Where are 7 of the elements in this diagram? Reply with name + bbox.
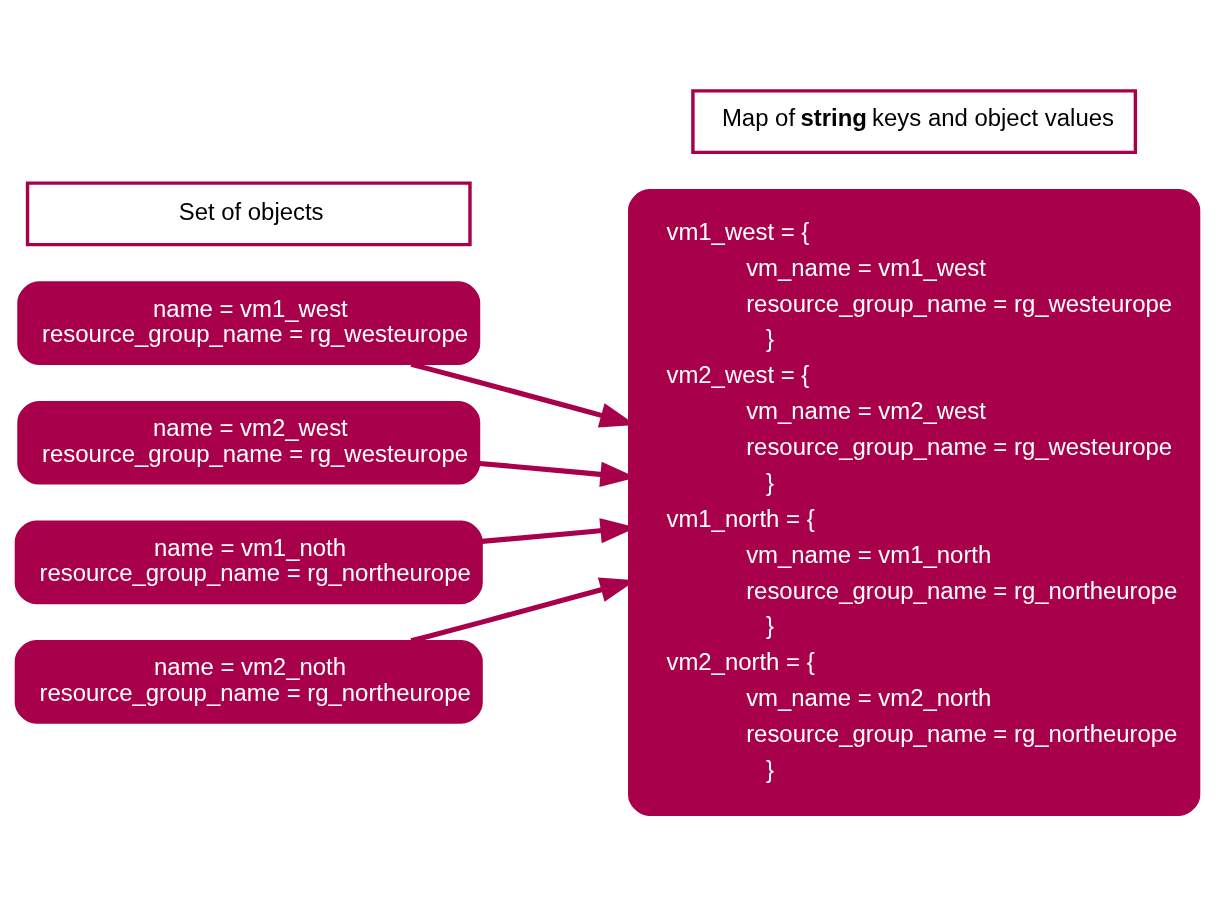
node-box: Set of objects [25,181,472,247]
node-box: vm1_west = { vm_name = vm1_west resource_group_name = rg_westeurope } vm2_west = { vm_name = vm2_west resource_group_name = rg_westeurope } vm1_north = { vm_name = vm1_north resource_group_name = rg_northeurope } vm2_north = { vm_name = vm2_north resource_group_name = rg_northeurope } [628,189,1201,817]
node-box: name = vm2_noth resource_group_name = rg_northeurope [14,640,483,724]
node-box: name = vm2_west resource_group_name = rg_westeurope [17,400,481,485]
node-box: Map of string keys and object values [691,89,1138,155]
node-box: name = vm1_noth resource_group_name = rg_northeurope [14,520,483,605]
node-box: name = vm1_west resource_group_name = rg_westeurope [17,281,481,366]
